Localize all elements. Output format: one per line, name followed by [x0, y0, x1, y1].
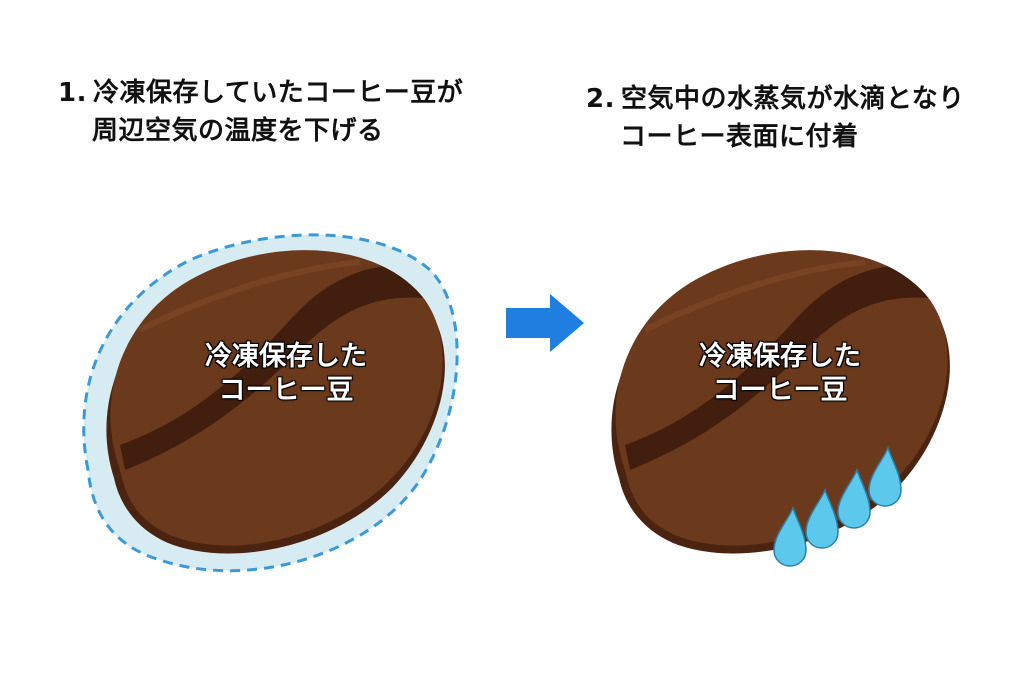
bean1-label-line1: 冷凍保存した [205, 341, 367, 372]
step1-line1: 冷凍保存していたコーヒー豆が [92, 78, 464, 108]
bean2-label-line2: コーヒー豆 [712, 375, 848, 406]
coffee-bean-1 [106, 250, 445, 554]
bean2-label-line1: 冷凍保存した [699, 341, 861, 372]
step2-number: 2. [586, 84, 615, 114]
step2-line1: 空気中の水蒸気が水滴となり [620, 84, 965, 114]
water-droplet-icon [773, 505, 807, 567]
step1-number: 1. [58, 78, 87, 108]
step1-heading: 1.冷凍保存していたコーヒー豆が 周辺空気の温度を下げる [58, 74, 498, 150]
arrow-right-icon [506, 294, 584, 352]
step2-heading: 2.空気中の水蒸気が水滴となり コーヒー表面に付着 [586, 80, 1006, 156]
coffee-bean-2 [611, 250, 950, 554]
water-droplet-icon [837, 467, 871, 529]
bean1-label-line2: コーヒー豆 [218, 375, 354, 406]
bean1-label: 冷凍保存した コーヒー豆 [186, 340, 386, 408]
step1-line2: 周辺空気の温度を下げる [92, 116, 384, 146]
water-droplet-icon [805, 487, 839, 549]
water-droplets [773, 445, 902, 567]
bean2-label: 冷凍保存した コーヒー豆 [680, 340, 880, 408]
water-droplet-icon [868, 445, 902, 507]
step2-line2: コーヒー表面に付着 [620, 122, 859, 152]
